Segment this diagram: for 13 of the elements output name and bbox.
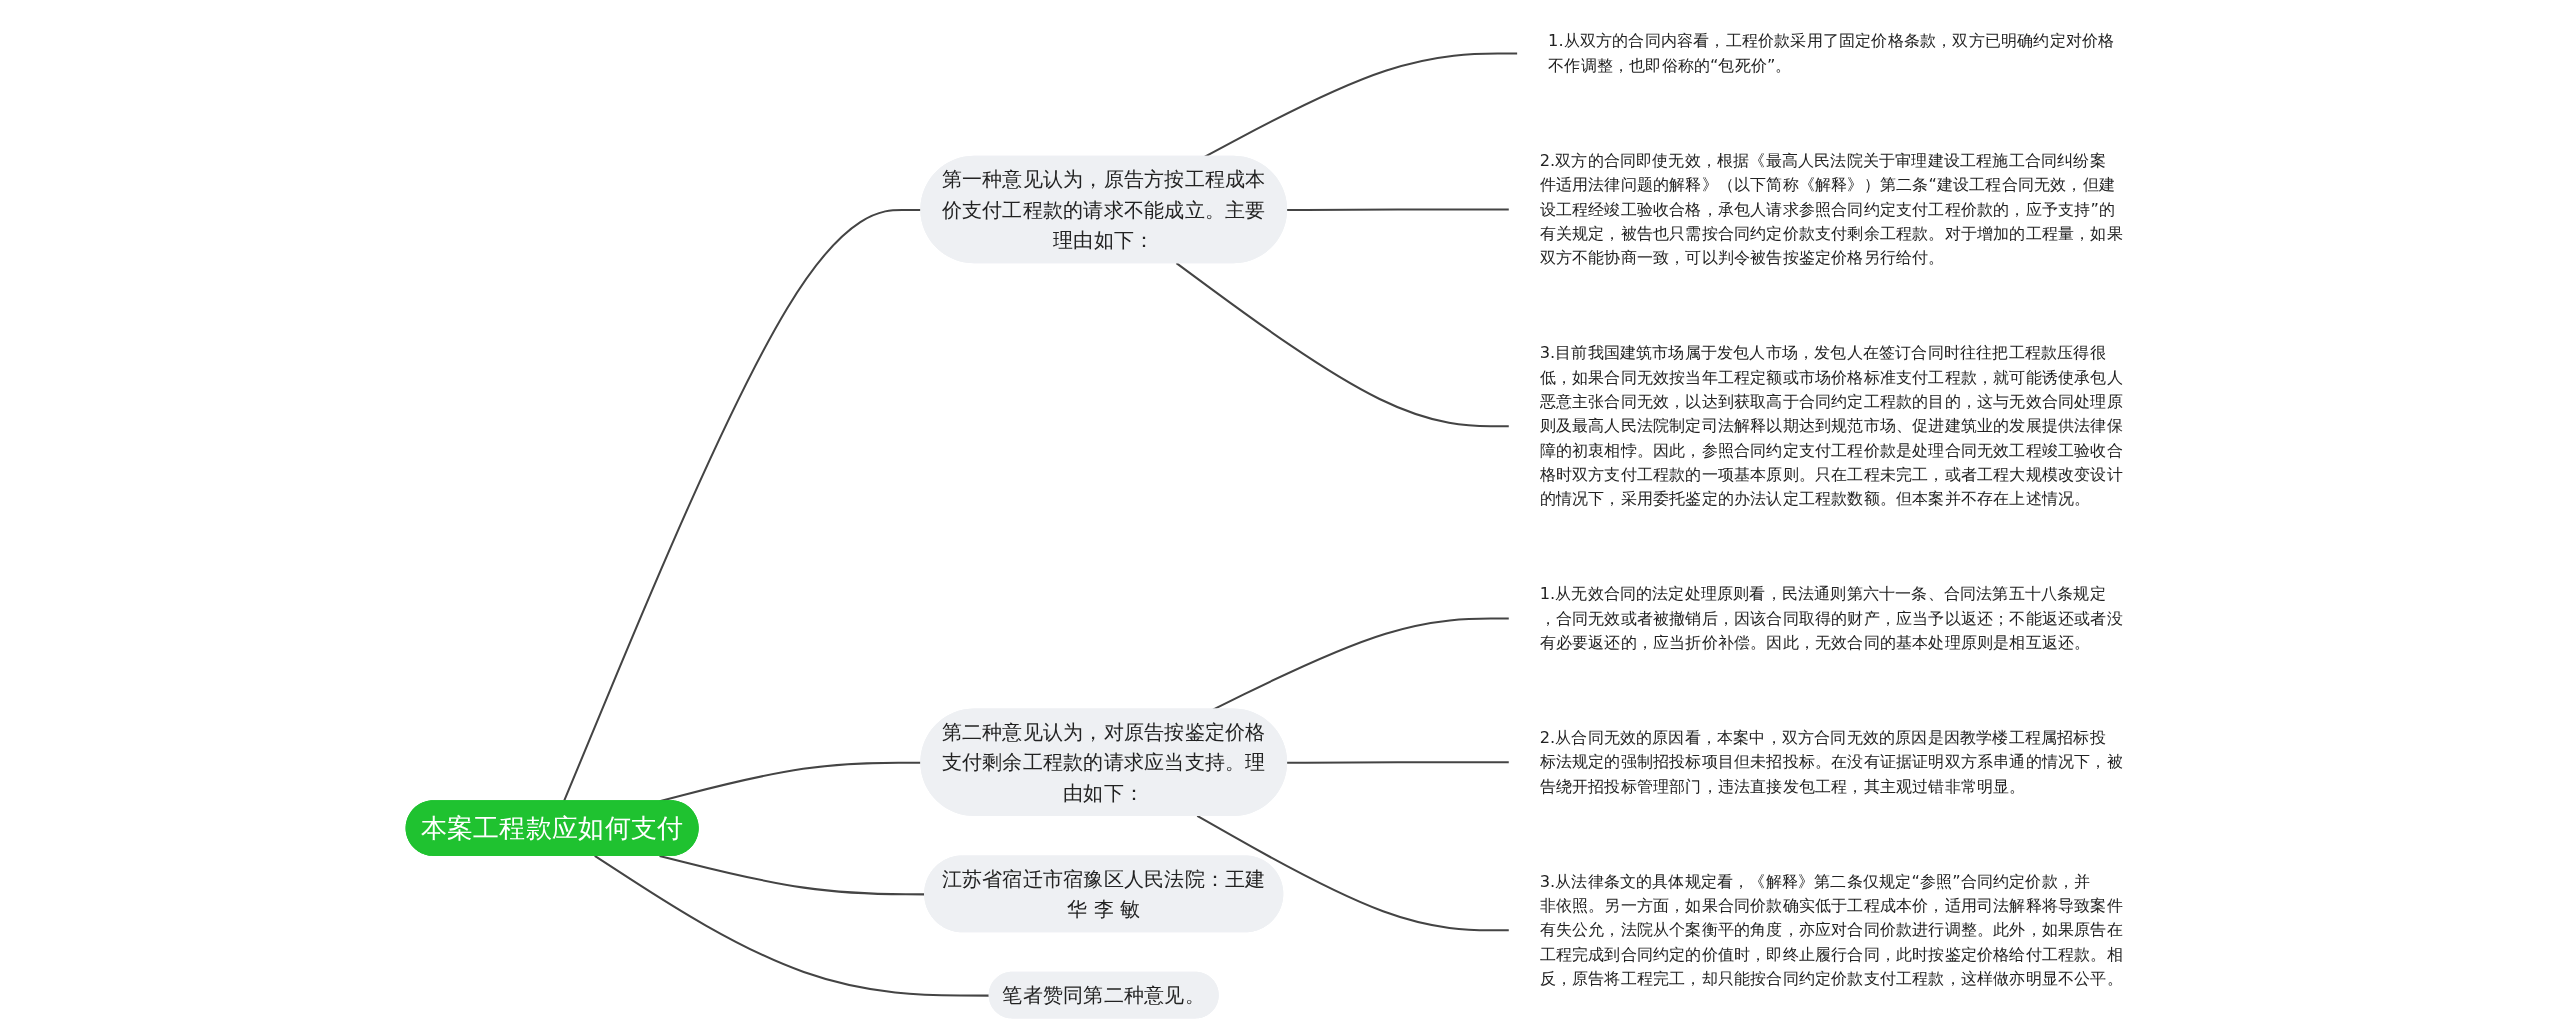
connector: [659, 854, 926, 895]
node-text: 3.目前我国建筑市场属于发包人市场，发包人在签订合同时往往把工程款压得很低，如果合同无效按当年工程定额或市场价格标准支付工程款，就可能诱使承包人恶意主张合同无效，以达到获取高于合同约定工程款的目的，这与无效合同处理原则及最高人民法院制定司法解释以期达到规范市场、促进建筑业的发展提供法律保障的初衷相悖。因此，参照合同约定支付工程价款是处理合同无效工程竣工验收合格时双方支付工程款的一项基本原则。只在工程未完工，或者工程大规模改变设计的情况下，采用委托鉴定的办法认定工程款数额。但本案并不存在上述情况。: [1540, 342, 2124, 508]
node-text: 2.从合同无效的原因看，本案中，双方合同无效的原因是因教学楼工程属招标投标法规定的强制招投标项目但未招投标。在没有证据证明双方系串通的情况下，被告绕开招投标管理部门，违法直接发包工程，其主观过错非常明显。: [1540, 727, 2124, 796]
node-text: 3.从法律条文的具体规定看，《解释》第二条仅规定“参照”合同约定价款，并非依照。另一方面，如果合同价款确实低于工程成本价，适用司法解释将导致案件有失公允，法院从个案衡平的角度，亦应对合同价款进行调整。此外，如果原告在工程完成到合同约定的价值时，即终止履行合同，此时按鉴定价格给付工程款。相反，原告将工程完工，却只能按合同约定价款支付工程款，这样做亦明显不公平。: [1540, 871, 2124, 988]
connector: [1287, 760, 1510, 764]
connector: [1176, 261, 1510, 427]
node-text: 2.双方的合同即使无效，根据《最高人民法院关于审理建设工程施工合同纠纷案件适用法律问题的解释》（以下简称《解释》）第二条“建设工程合同无效，但建设工程经竣工验收合格，承包人请求参照合同约定支付工程价款的，应予支持”的有关规定，被告也只需按合同约定价款支付剩余工程款。对于增加的工程量，如果双方不能协商一致，可以判令被告按鉴定价格另行给付。: [1540, 150, 2124, 267]
node-text: 1.从无效合同的法定处理原则看，民法通则第六十一条、合同法第五十八条规定，合同无效或者被撤销后，因该合同取得的财产，应当予以返还；不能返还或者没有必要返还的，应当折价补偿。因此，无效合同的基本处理原则是相互返还。: [1540, 583, 2124, 652]
connector: [1287, 208, 1510, 211]
mind-map-diagram: 本案工程款应如何支付 第一种意见认为，原告方按工程成本价支付工程款的请求不能成立。主要理由如下： 1.从双方的合同内容看，工程价款采用了固定价格条款，双方已明确约定对价格不作调整，也即俗称的“包死价”。 2.双方的合同即使无效，根据《最高人民法院关于审理建设工程施工合同纠纷案件适用法律问题的解释》（以下简称《解释》）第二条“建设工程合同无效，但建设工程经竣工验收合格，承包人请求参照合同约定支付工程价款的，应予支持”的有关规定，被告也只需按合同约定价款支付剩余工程款。对于增加的工程量，如果双方不能协商一致，可以判令被告按鉴定价格另行给付。 3.目前我国建筑市场属于发包人市场，发包人在签订合同时往往把工程款压得很低，如果合同无效按当年工程定额或市场价格标准支付工程款，就可能诱使承包人恶意主张合同无效，以达到获取高于合同约定工程款的目的，这与无效合同处理原则及最高人民法院制定司法解释以期达到规范市场、促进建筑业的发展提供法律保障的初衷相悖。因此，参照合同约定支付工程价款是处理合同无效工程竣工验收合格时双方支付工程款的一项基本原则。只在工程未完工，或者工程大规模改变设计的情况下，采用委托鉴定的办法认定工程款数额。但本案并不存在上述情况。 第二种意见认为，对原告按鉴定价格支付剩余工程款的请求应当支持。理由如下： 1.从无效合同的法定处理原则看，民法通则第六十一条、合同法第五十八条规定，合同无效或者被撤销后，因该合同取得的财产，应当予以返还；不能返还或者没有必要返还的，应当折价补偿。因此，无效合同的基本处理原则是相互返还。 2.从合同无效的原因看，本案中，双方合同无效的原因是因教学楼工程属招标投标法规定的强制招投标项目但未招投标。在没有证据证明双方系串通的情况下，被告绕开招投标管理部门，违法直接发包工程，其主观过错非常明显。 3.从法律条文的具体规定看，《解释》第二条仅规定“参照”合同约定价款，并非依照。另一方面，如果合同价款确实低于工程成本价，适用司法解释将导致案件有失公允，法院从个案衡平的角度，亦应对合同价款进行调整。此外，如果原告在工程完成到合同约定的价值时，即终止履行合同，此时按鉴定价格给付工程款。相反，原告将工程完工，却只能按合同约定价款支付工程款，这样做亦明显不公平。 江苏省宿迁市宿豫区人民法院：王建华 李 敏 笔者赞同第二种意见。: [398, 5, 2162, 1026]
node-text: 1.从双方的合同内容看，工程价款采用了固定价格条款，双方已明确约定对价格不作调整，也即俗称的“包死价”。: [1548, 30, 2115, 75]
connector: [1197, 814, 1510, 931]
connector: [563, 208, 922, 802]
